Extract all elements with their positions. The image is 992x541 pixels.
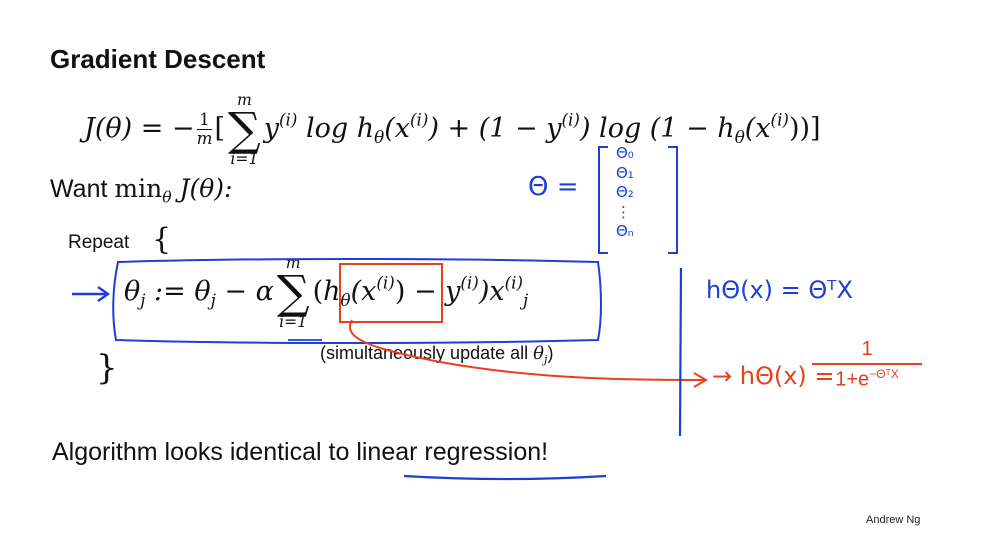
conclusion-line: Algorithm looks identical to linear regr… (52, 438, 548, 467)
slide-title: Gradient Descent (50, 44, 266, 74)
conclusion-end: ! (541, 438, 549, 466)
want-text: Want (50, 175, 115, 203)
frac-den: m (196, 127, 213, 148)
sup-i: (i) (460, 272, 479, 293)
sup-i: (i) (410, 109, 429, 130)
open-brace: { (152, 222, 172, 257)
close-paren-x: )x (478, 275, 505, 307)
sigmoid-denominator: 1+e−ΘᵀX (812, 365, 922, 392)
sum-operator: m∑i=1 (277, 255, 310, 330)
close-brace: } (96, 348, 118, 388)
note-text: (simultaneously update all (320, 343, 534, 363)
term-x: (x (384, 112, 411, 144)
theta-vector: Θ₀ Θ₁ Θ₂ ⋮ Θₙ (598, 144, 678, 254)
sup-i: (i) (770, 109, 789, 130)
theta-j: θ (124, 275, 141, 307)
linear-regression-underline (403, 474, 607, 481)
want-expr: J(θ): (171, 174, 233, 203)
term-log-one-minus-h: ) log (1 − h (579, 112, 735, 144)
minus-alpha: − α (215, 275, 274, 307)
sigmoid-numerator: 1 (812, 338, 922, 365)
sum-operator: m∑i=1 (228, 92, 261, 167)
cost-lhs: J(θ) = − (84, 112, 195, 144)
note-theta: θ (533, 343, 544, 364)
theta-entry: ⋮ (616, 202, 631, 221)
assign: := θ (145, 275, 211, 307)
sum-lower: i=1 (230, 149, 259, 169)
left-arrow-icon (72, 286, 111, 302)
sub-theta: θ (734, 126, 745, 147)
hypothesis-h: h (323, 275, 341, 307)
sigma-icon: ∑ (276, 264, 310, 319)
term-log-h: log h (297, 112, 375, 144)
theta-vector-entries: Θ₀ Θ₁ Θ₂ ⋮ Θₙ (616, 144, 634, 242)
author-credit: Andrew Ng (866, 514, 921, 526)
theta-vector-label: Θ = (528, 172, 579, 202)
sub-theta: θ (374, 126, 385, 147)
sub-j: j (140, 289, 146, 310)
x-sub: j (523, 289, 529, 310)
term-one-minus-y: ) + (1 − y (428, 112, 562, 144)
h-arg: (x (350, 275, 377, 307)
closing: ))] (788, 112, 821, 144)
open-bracket: [ (214, 112, 225, 144)
sum-lower: i=1 (279, 312, 308, 332)
hypothesis-highlight-box (339, 263, 443, 323)
simultaneous-update-note: (simultaneously update all θj) (320, 343, 553, 366)
term-x2: (x (744, 112, 771, 144)
update-rule-box (112, 258, 602, 344)
sup-i: (i) (561, 109, 580, 130)
conclusion-text: Algorithm looks identical to (52, 438, 357, 466)
note-sub: j (543, 352, 548, 366)
sup-i: (i) (376, 272, 395, 293)
min-sub: θ (162, 188, 172, 207)
note-close: ) (547, 343, 554, 363)
divider-line (678, 267, 683, 437)
open-paren: ( (312, 275, 324, 307)
term-y: y (263, 112, 280, 144)
sigmoid-den-base: 1+e (835, 368, 870, 391)
sup-i: (i) (279, 109, 298, 130)
arrow-head-icon (693, 372, 708, 388)
sigma-icon: ∑ (227, 101, 261, 156)
h-sub: θ (340, 289, 351, 310)
sigmoid-fraction: 1 1+e−ΘᵀX (812, 338, 922, 392)
theta-entry: Θ₂ (616, 183, 634, 201)
sub-j: j (210, 289, 216, 310)
logistic-hypothesis: → hΘ(x) = (712, 362, 835, 390)
repeat-label: Repeat (68, 232, 130, 253)
hypothesis-arrow (349, 319, 705, 381)
close-h: ) (394, 275, 406, 307)
left-bracket (598, 146, 608, 254)
minus-y: − y (405, 275, 461, 307)
sigmoid-den-exp: −ΘᵀX (869, 367, 899, 381)
min-operator: min (114, 174, 163, 203)
linear-regression-highlight: linear regression (356, 438, 542, 466)
right-bracket (668, 146, 678, 254)
x-sup: (i) (504, 272, 524, 293)
theta-entry: Θₙ (616, 222, 634, 240)
theta-entry: Θ₁ (616, 163, 634, 182)
frac-num: 1 (197, 109, 212, 130)
sum-upper: m (236, 90, 252, 109)
linear-hypothesis: hΘ(x) = ΘᵀX (706, 276, 853, 304)
objective-line: Want minθ J(θ): (50, 174, 232, 206)
theta-entry: Θ₀ (616, 144, 634, 162)
